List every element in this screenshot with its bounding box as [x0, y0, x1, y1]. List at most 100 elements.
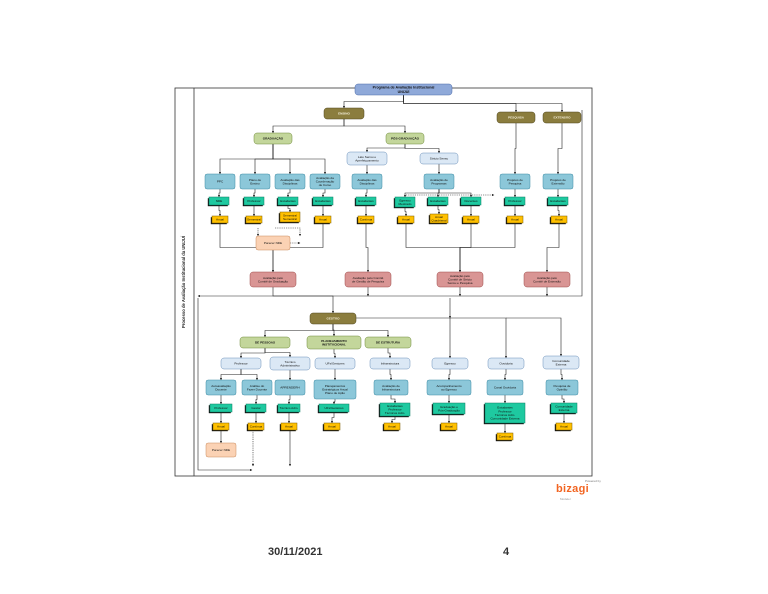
- node-label-d_disc2: Estudantes: [358, 199, 374, 203]
- node-t_autoaval: Professor: [208, 403, 233, 414]
- connector-pesqopin-t_comun: [561, 395, 566, 404]
- connector-gestao-comunidade: [506, 317, 563, 357]
- connector-infra-avalinfra: [389, 369, 393, 381]
- node-label-ufs: UFs/Gestores: [325, 362, 345, 366]
- node-label-t_analise: Gestor: [251, 406, 260, 410]
- node-strictosensu: Stricto Sensu: [419, 152, 459, 165]
- logo-powered-by: Powered by: [585, 479, 601, 483]
- connector-avaldisc2-d_disc2: [364, 189, 368, 198]
- connector-avaldisc-d_disc: [286, 189, 291, 198]
- node-label-pessoas: DE PESSOAS: [255, 341, 275, 345]
- connector-ouvidoria-canal: [503, 369, 507, 381]
- node-label-y_disc2: Contínua: [360, 218, 373, 222]
- node-label-d_prog3: Docentes: [464, 199, 478, 203]
- node-label-gestao: GESTÃO: [326, 316, 340, 321]
- connector-dashed-parecer2: [275, 227, 302, 237]
- connector-d_prog2-y_prog2: [437, 205, 441, 215]
- node-y_coord: Anual: [313, 215, 332, 225]
- node-yb_analise: Contínua: [246, 422, 265, 432]
- node-y_disc2: Contínua: [356, 215, 375, 225]
- node-y_pesq: Anual: [505, 215, 524, 225]
- connector-d_ext-y_ext: [557, 205, 561, 217]
- node-label-y_ppc: Anual: [216, 218, 224, 222]
- node-t_analise: Gestor: [244, 403, 267, 414]
- node-d_coord: Estudantes: [311, 196, 334, 207]
- node-yb_comun: Anual: [554, 422, 573, 432]
- node-egresso: Egresso: [431, 357, 469, 370]
- node-label-canal: Canal Ouvidoria: [494, 386, 516, 390]
- node-label-professor: Professor: [234, 362, 247, 366]
- connector-graduacao-avalcoord: [272, 144, 327, 175]
- node-label-yb_comun: Anual: [560, 425, 568, 429]
- node-label-y_pesq: Anual: [511, 218, 519, 222]
- node-d_prog3: Docentes: [459, 196, 482, 207]
- node-yb_egresso: Anual: [439, 422, 458, 432]
- connector-loop-left: [197, 298, 253, 472]
- connector-extensao-projext: [556, 123, 563, 175]
- node-y_prog3: Anual: [461, 215, 480, 225]
- connector-lines: [197, 95, 583, 472]
- node-d_disc: Estudantes: [276, 196, 299, 207]
- connector-comunidade-pesqopin: [560, 369, 564, 381]
- node-label-graduacao: GRADUAÇÃO: [263, 136, 284, 141]
- node-label-yb_autoaval: Anual: [217, 425, 225, 429]
- node-label-pesquisa: PESQUISA: [508, 116, 525, 120]
- node-y_plano: Semestral: [244, 215, 263, 225]
- node-label-y_plano: Semestral: [247, 218, 261, 222]
- connector-root-extensao: [403, 95, 564, 113]
- node-yb_ufs: Anual: [322, 422, 341, 432]
- node-label-aprender: APRENDERH: [280, 386, 299, 390]
- node-d_prog2: Estudantes: [426, 196, 449, 207]
- node-y_prog1: Anual: [396, 215, 415, 225]
- connector-avalinfra-t_infra: [390, 395, 397, 404]
- node-ensino: ENSINO: [323, 107, 365, 120]
- node-label-y_ext: Anual: [555, 218, 563, 222]
- connector-d_prog1-y_prog1: [404, 207, 408, 217]
- node-infra: Infraestrutura: [369, 357, 411, 370]
- node-estrutura: DE ESTRUTURA: [364, 336, 412, 349]
- node-yb_ouvid: Contínua: [495, 432, 514, 442]
- node-label-d_plano: Professor: [247, 199, 260, 203]
- logo-sub: Modeler: [560, 497, 571, 501]
- node-parecer2: Parecer NDE: [205, 442, 237, 458]
- node-label-y_prog1: Anual: [402, 218, 410, 222]
- connector-posgrad-strictosensu: [404, 144, 441, 154]
- connector-y_coord-c_grad: [271, 223, 324, 273]
- node-label-ouvidoria: Ouvidoria: [499, 362, 513, 366]
- node-graduacao: GRADUAÇÃO: [253, 132, 293, 145]
- node-pesquisa: PESQUISA: [496, 111, 536, 124]
- connector-pesquisa-projpesq: [513, 123, 517, 175]
- connector-ppc-d_ppc: [217, 189, 221, 198]
- connector-pessoas-tecnicos: [264, 348, 292, 358]
- connector-y_ext-c_ext: [545, 223, 560, 273]
- side-label: Processo de Avaliação Institucional da U…: [181, 235, 186, 328]
- node-gestao: GESTÃO: [309, 312, 357, 325]
